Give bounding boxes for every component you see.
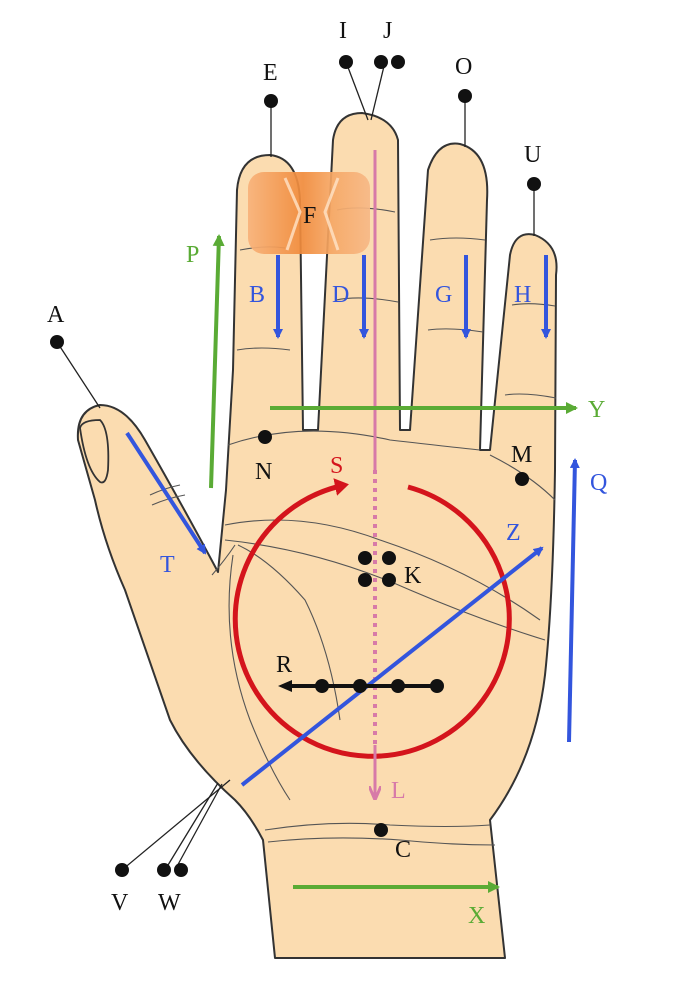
label-C: C [395,837,411,863]
arrow-Q [567,458,580,743]
R-dots [315,679,444,693]
dot-O [458,89,472,103]
dot-I [339,55,353,69]
label-R: R [276,652,292,678]
label-J: J [383,18,392,44]
leader-lines [56,61,535,871]
dot-K4 [382,573,396,587]
dot-V [115,863,129,877]
dot-E [264,94,278,108]
label-H: H [514,282,531,308]
label-L: L [391,778,406,804]
label-D: D [332,282,349,308]
dot-U [527,177,541,191]
dot-C [374,823,388,837]
label-Q: Q [590,470,607,496]
label-Z: Z [506,520,521,546]
bandage [248,172,370,254]
label-Y: Y [588,397,605,423]
label-I: I [339,18,347,44]
label-T: T [160,552,175,578]
dot-M [515,472,529,486]
label-E: E [263,60,278,86]
dot-K3 [358,573,372,587]
label-G: G [435,282,452,308]
arrow-T [125,431,207,555]
thumb-nail [79,419,110,484]
dot-J2 [391,55,405,69]
dot-J1 [374,55,388,69]
label-V: V [111,890,129,916]
label-W: W [158,890,181,916]
label-S: S [330,453,343,479]
label-U: U [524,142,541,168]
labels: A E I J O U F N M K R C V W B D G H T Q … [47,18,607,929]
dot-N [258,430,272,444]
dot-W1 [157,863,171,877]
arrow-P [209,234,225,489]
marker-dots [50,55,541,877]
dot-A [50,335,64,349]
label-M: M [511,442,532,468]
label-X: X [468,903,485,929]
label-F: F [303,203,316,229]
label-P: P [186,242,199,268]
label-N: N [255,459,272,485]
dot-K1 [358,551,372,565]
circle-arrow-S [232,478,512,759]
dot-K2 [382,551,396,565]
label-A: A [47,302,65,328]
label-B: B [249,282,265,308]
dot-W2 [174,863,188,877]
label-O: O [455,54,472,80]
arrow-Z [240,546,544,787]
label-K: K [404,563,422,589]
